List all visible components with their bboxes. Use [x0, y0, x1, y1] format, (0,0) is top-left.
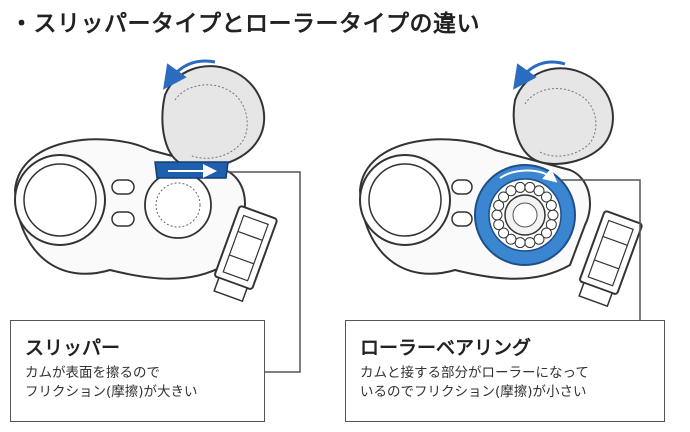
bearing-ball	[547, 209, 559, 221]
rotation-arrow-icon	[163, 59, 216, 90]
bearing-ball	[545, 219, 557, 231]
slipper-cam	[161, 65, 266, 169]
bearing-ball	[491, 209, 503, 221]
rotation-arrow-icon	[513, 60, 566, 90]
bearing-ball	[493, 219, 505, 231]
roller-callout: ローラーベアリング カムと接する部分がローラーになって いるのでフリクション(摩…	[345, 320, 665, 422]
bearing-ball	[505, 185, 517, 197]
bearing-ball	[498, 191, 510, 203]
slipper-description-line2: フリクション(摩擦)が大きい	[25, 384, 198, 400]
bearing-ball	[533, 233, 545, 245]
bearing-ball	[524, 237, 536, 249]
roller-bearing	[474, 164, 576, 266]
slipper-adjuster	[213, 205, 278, 303]
bearing-ball	[533, 185, 545, 197]
slipper-description-line1: カムが表面を擦るので	[25, 365, 160, 381]
bearing-ball	[540, 227, 552, 239]
bearing-ball	[498, 227, 510, 239]
roller-cam	[512, 67, 614, 165]
roller-adjuster	[578, 210, 643, 308]
roller-description-line2: いるのでフリクション(摩擦)が小さい	[360, 384, 587, 400]
slipper-heading: スリッパー	[25, 337, 121, 359]
roller-description-line1: カムと接する部分がローラーになって	[360, 365, 589, 381]
bearing-ball	[514, 237, 526, 249]
slipper-pad	[154, 161, 229, 179]
slipper-callout: スリッパー カムが表面を擦るので フリクション(摩擦)が大きい	[10, 320, 265, 422]
bearing-ball	[524, 181, 536, 193]
bearing-ball	[545, 199, 557, 211]
page-title: ・スリッパータイプとローラータイプの違い	[10, 11, 480, 37]
bearing-ball	[540, 191, 552, 203]
bearing-ball	[493, 199, 505, 211]
roller-heading: ローラーベアリング	[360, 337, 532, 359]
bearing-ball	[514, 181, 526, 193]
bearing-ball	[505, 233, 517, 245]
